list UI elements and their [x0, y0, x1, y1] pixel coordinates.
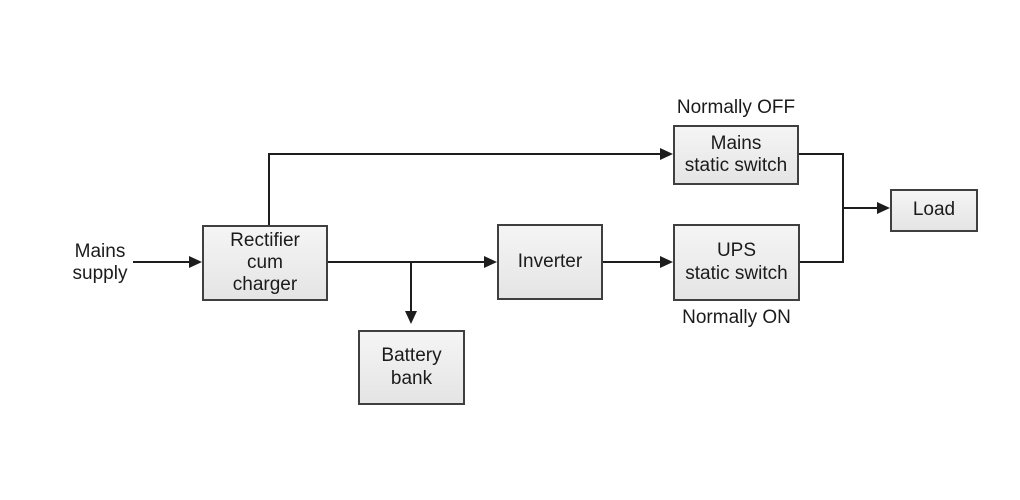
connector-rectifier-to-inverter	[328, 261, 486, 263]
arrowhead-to-load-icon	[877, 202, 890, 214]
arrowhead-to-inverter-icon	[484, 256, 497, 268]
mains-static-switch-box: Mains static switch	[673, 125, 799, 185]
mains-supply-label: Mains supply	[72, 241, 128, 284]
connector-inverter-to-ups-switch	[603, 261, 661, 263]
arrowhead-mains-to-rectifier-icon	[189, 256, 202, 268]
inverter-box: Inverter	[497, 224, 603, 300]
normally-on-label: Normally ON	[682, 307, 791, 328]
arrowhead-to-ups-switch-icon	[660, 256, 673, 268]
normally-off-label: Normally OFF	[676, 97, 796, 118]
connector-to-battery	[410, 262, 412, 311]
arrowhead-to-battery-icon	[405, 311, 417, 324]
ups-static-switch-box: UPS static switch	[673, 224, 800, 301]
load-box: Load	[890, 189, 978, 232]
battery-bank-box: Battery bank	[358, 330, 465, 405]
connector-rectifier-up	[268, 154, 270, 225]
connector-bypass-horizontal	[268, 153, 661, 155]
connector-to-load	[842, 207, 880, 209]
arrowhead-to-mains-switch-icon	[660, 148, 673, 160]
connector-mains-switch-out	[799, 153, 844, 155]
connector-ups-switch-out	[800, 261, 844, 263]
rectifier-cum-charger-box: Rectifier cum charger	[202, 225, 328, 301]
connector-mains-to-rectifier	[133, 261, 191, 263]
